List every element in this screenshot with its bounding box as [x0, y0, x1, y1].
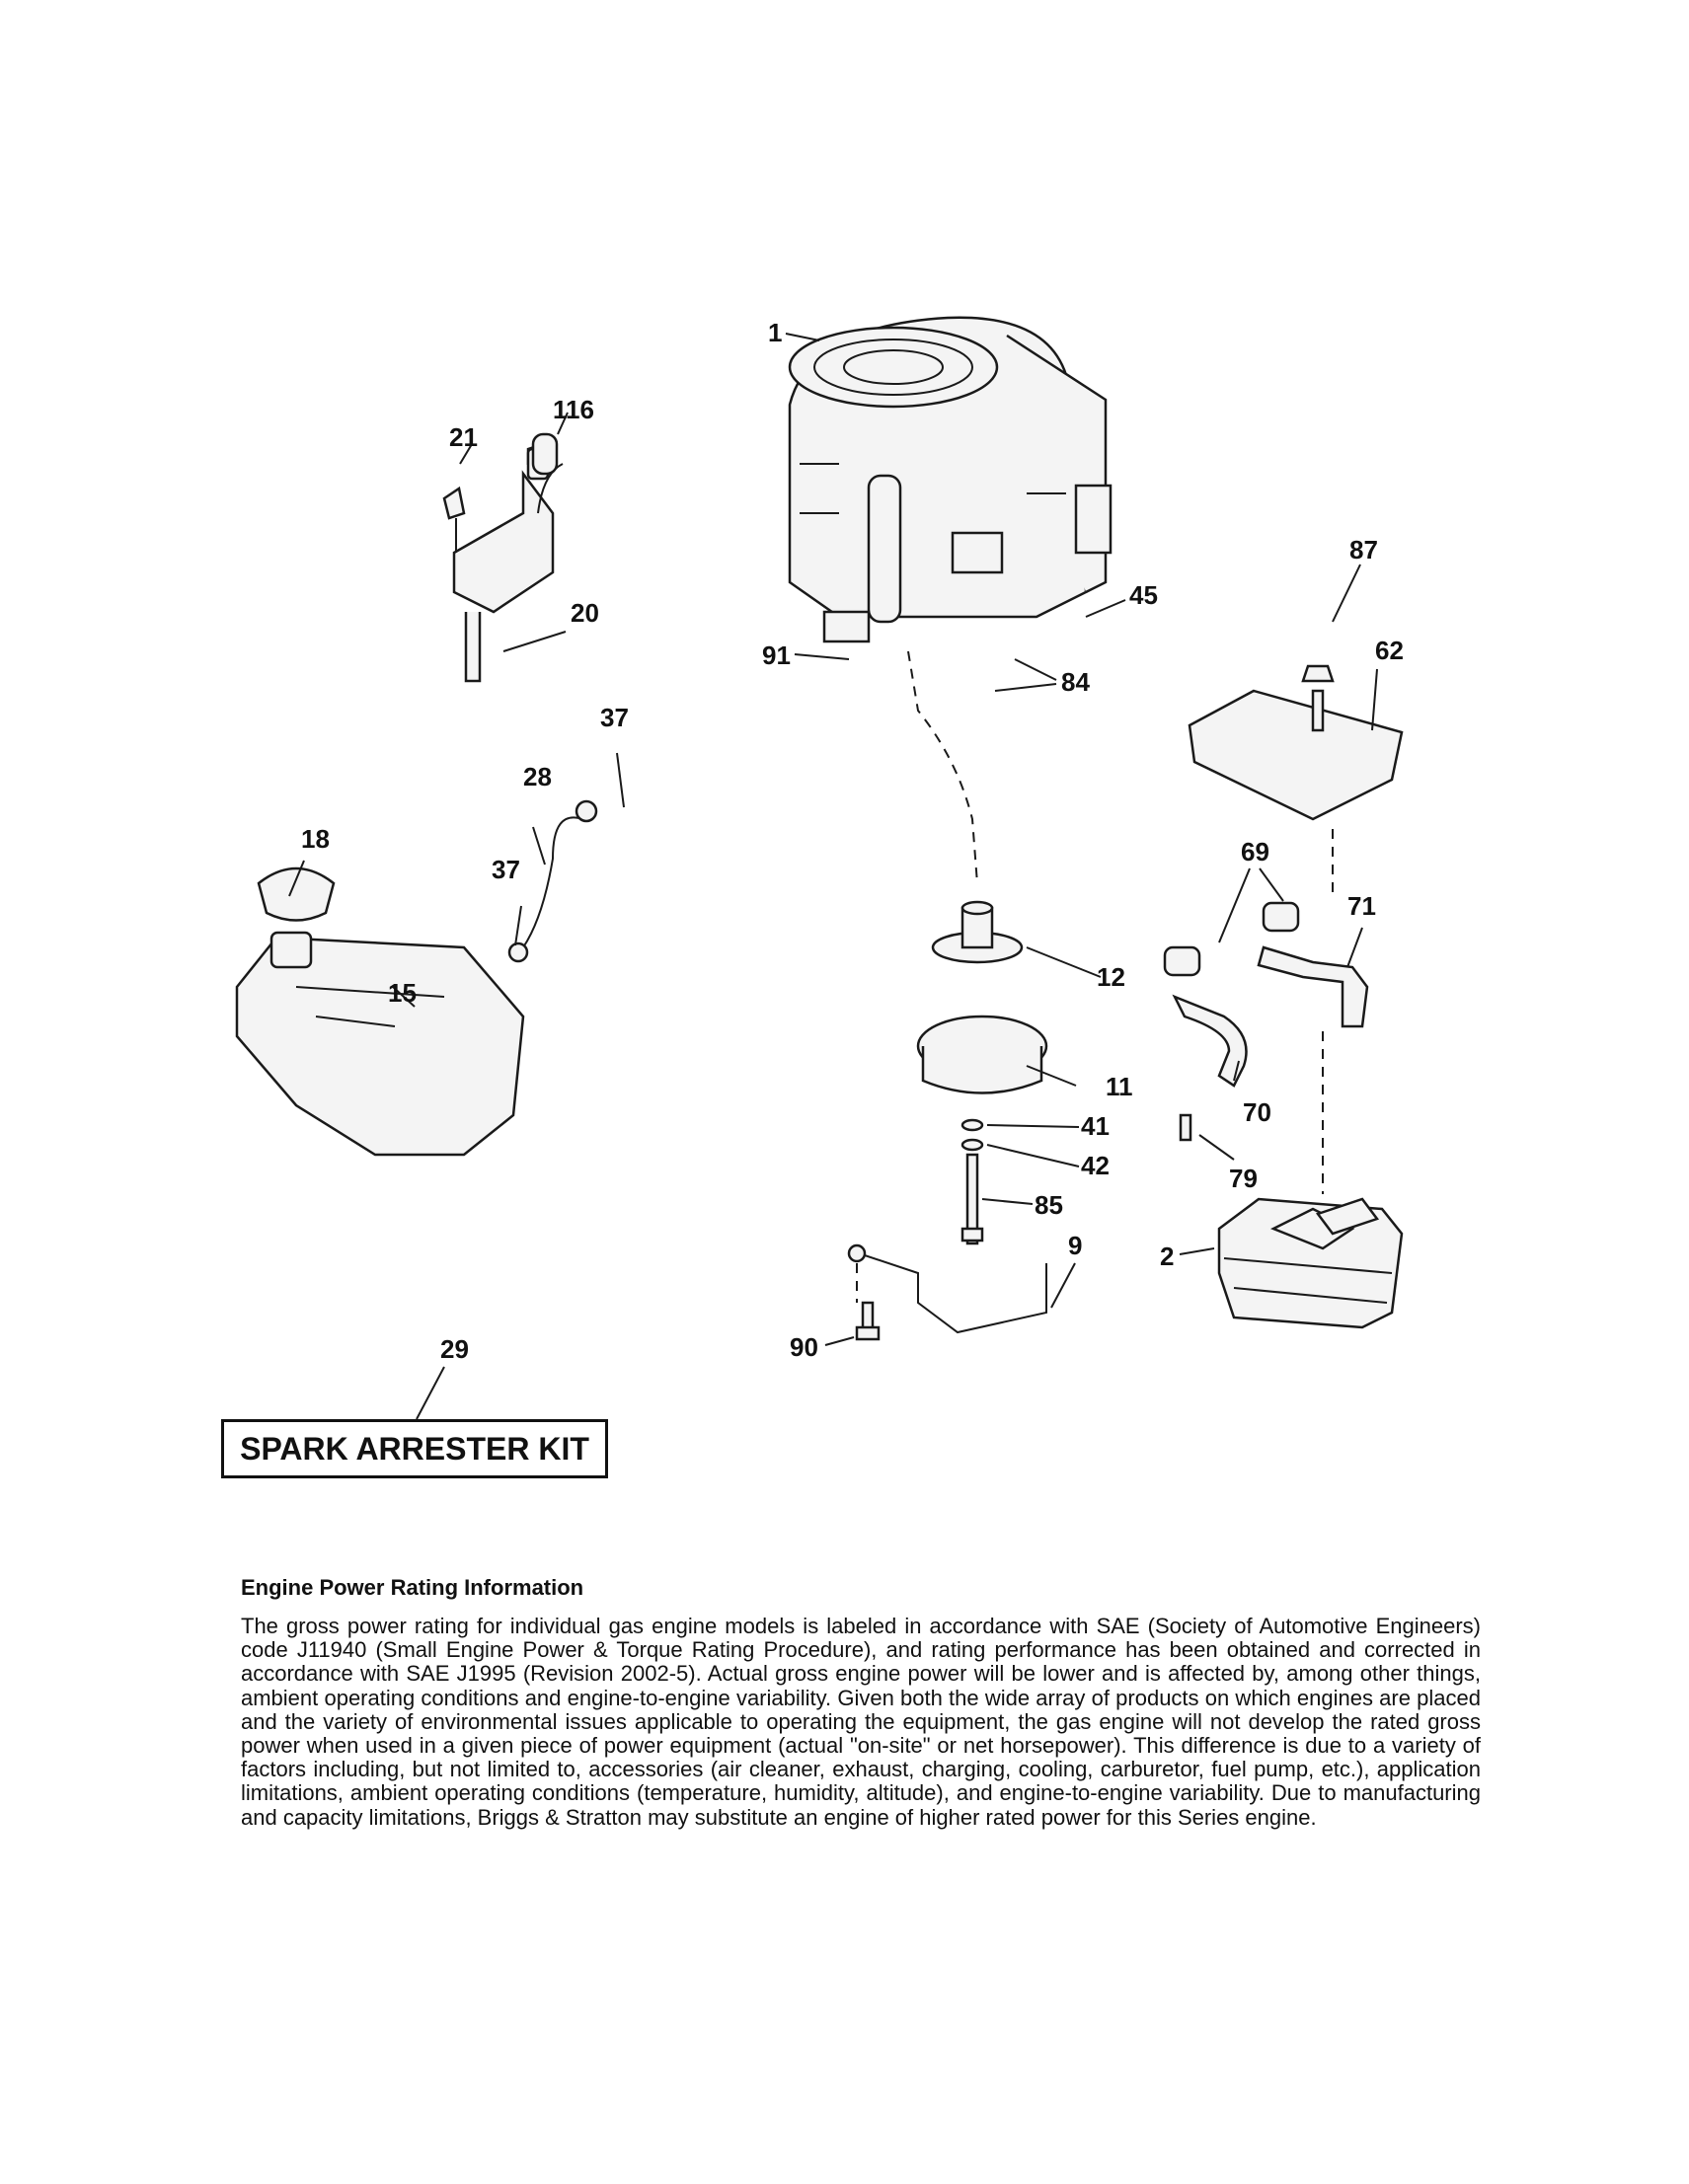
callout-18: 18: [301, 824, 330, 854]
callout-42: 42: [1081, 1151, 1110, 1180]
engine-parts-diagram: 1 116 21 20 37 28 37 18 15 45 91 84 87 6…: [235, 316, 1404, 1420]
callout-85: 85: [1035, 1190, 1063, 1220]
callout-labels: 1 116 21 20 37 28 37 18 15 45 91 84 87 6…: [301, 318, 1404, 1364]
engine-power-rating-paragraph: The gross power rating for individual ga…: [241, 1614, 1481, 1830]
engine-power-rating-heading: Engine Power Rating Information: [241, 1575, 584, 1600]
leader-lines: [288, 333, 1378, 1420]
callout-116: 116: [553, 395, 594, 424]
callout-45: 45: [1129, 580, 1158, 610]
callout-12: 12: [1097, 962, 1125, 992]
callout-79: 79: [1229, 1164, 1258, 1193]
callout-91: 91: [762, 640, 791, 670]
heat-shield-illustration: [1188, 664, 1404, 821]
callout-62: 62: [1375, 636, 1404, 665]
throttle-control-illustration: [442, 432, 564, 683]
callout-70: 70: [1243, 1097, 1271, 1127]
callout-9: 9: [1068, 1231, 1082, 1260]
callout-71: 71: [1347, 891, 1376, 921]
callout-37-lower: 37: [492, 855, 520, 884]
spark-arrester-kit-box: SPARK ARRESTER KIT: [221, 1419, 608, 1478]
callout-21: 21: [449, 422, 478, 452]
callout-20: 20: [571, 598, 599, 628]
bracket-illustration: [847, 1243, 1047, 1341]
callout-11: 11: [1106, 1072, 1133, 1101]
callout-15: 15: [388, 978, 417, 1008]
engine-illustration: [788, 316, 1113, 643]
callout-90: 90: [790, 1332, 818, 1362]
callout-2: 2: [1160, 1242, 1174, 1271]
callout-1: 1: [768, 318, 782, 347]
callout-41: 41: [1081, 1111, 1110, 1141]
callout-37-upper: 37: [600, 703, 629, 732]
spark-arrester-kit-label: SPARK ARRESTER KIT: [240, 1430, 589, 1467]
callout-87: 87: [1349, 535, 1378, 565]
callout-84: 84: [1061, 667, 1090, 697]
exhaust-pipes-illustration: [1163, 829, 1369, 1194]
muffler-illustration: [1217, 1197, 1404, 1329]
callout-29: 29: [440, 1334, 469, 1364]
fuel-tank-illustration: [235, 799, 598, 1157]
pulley-clutch-illustration: [907, 650, 1048, 1245]
callout-28: 28: [523, 762, 552, 791]
callout-69: 69: [1241, 837, 1269, 866]
